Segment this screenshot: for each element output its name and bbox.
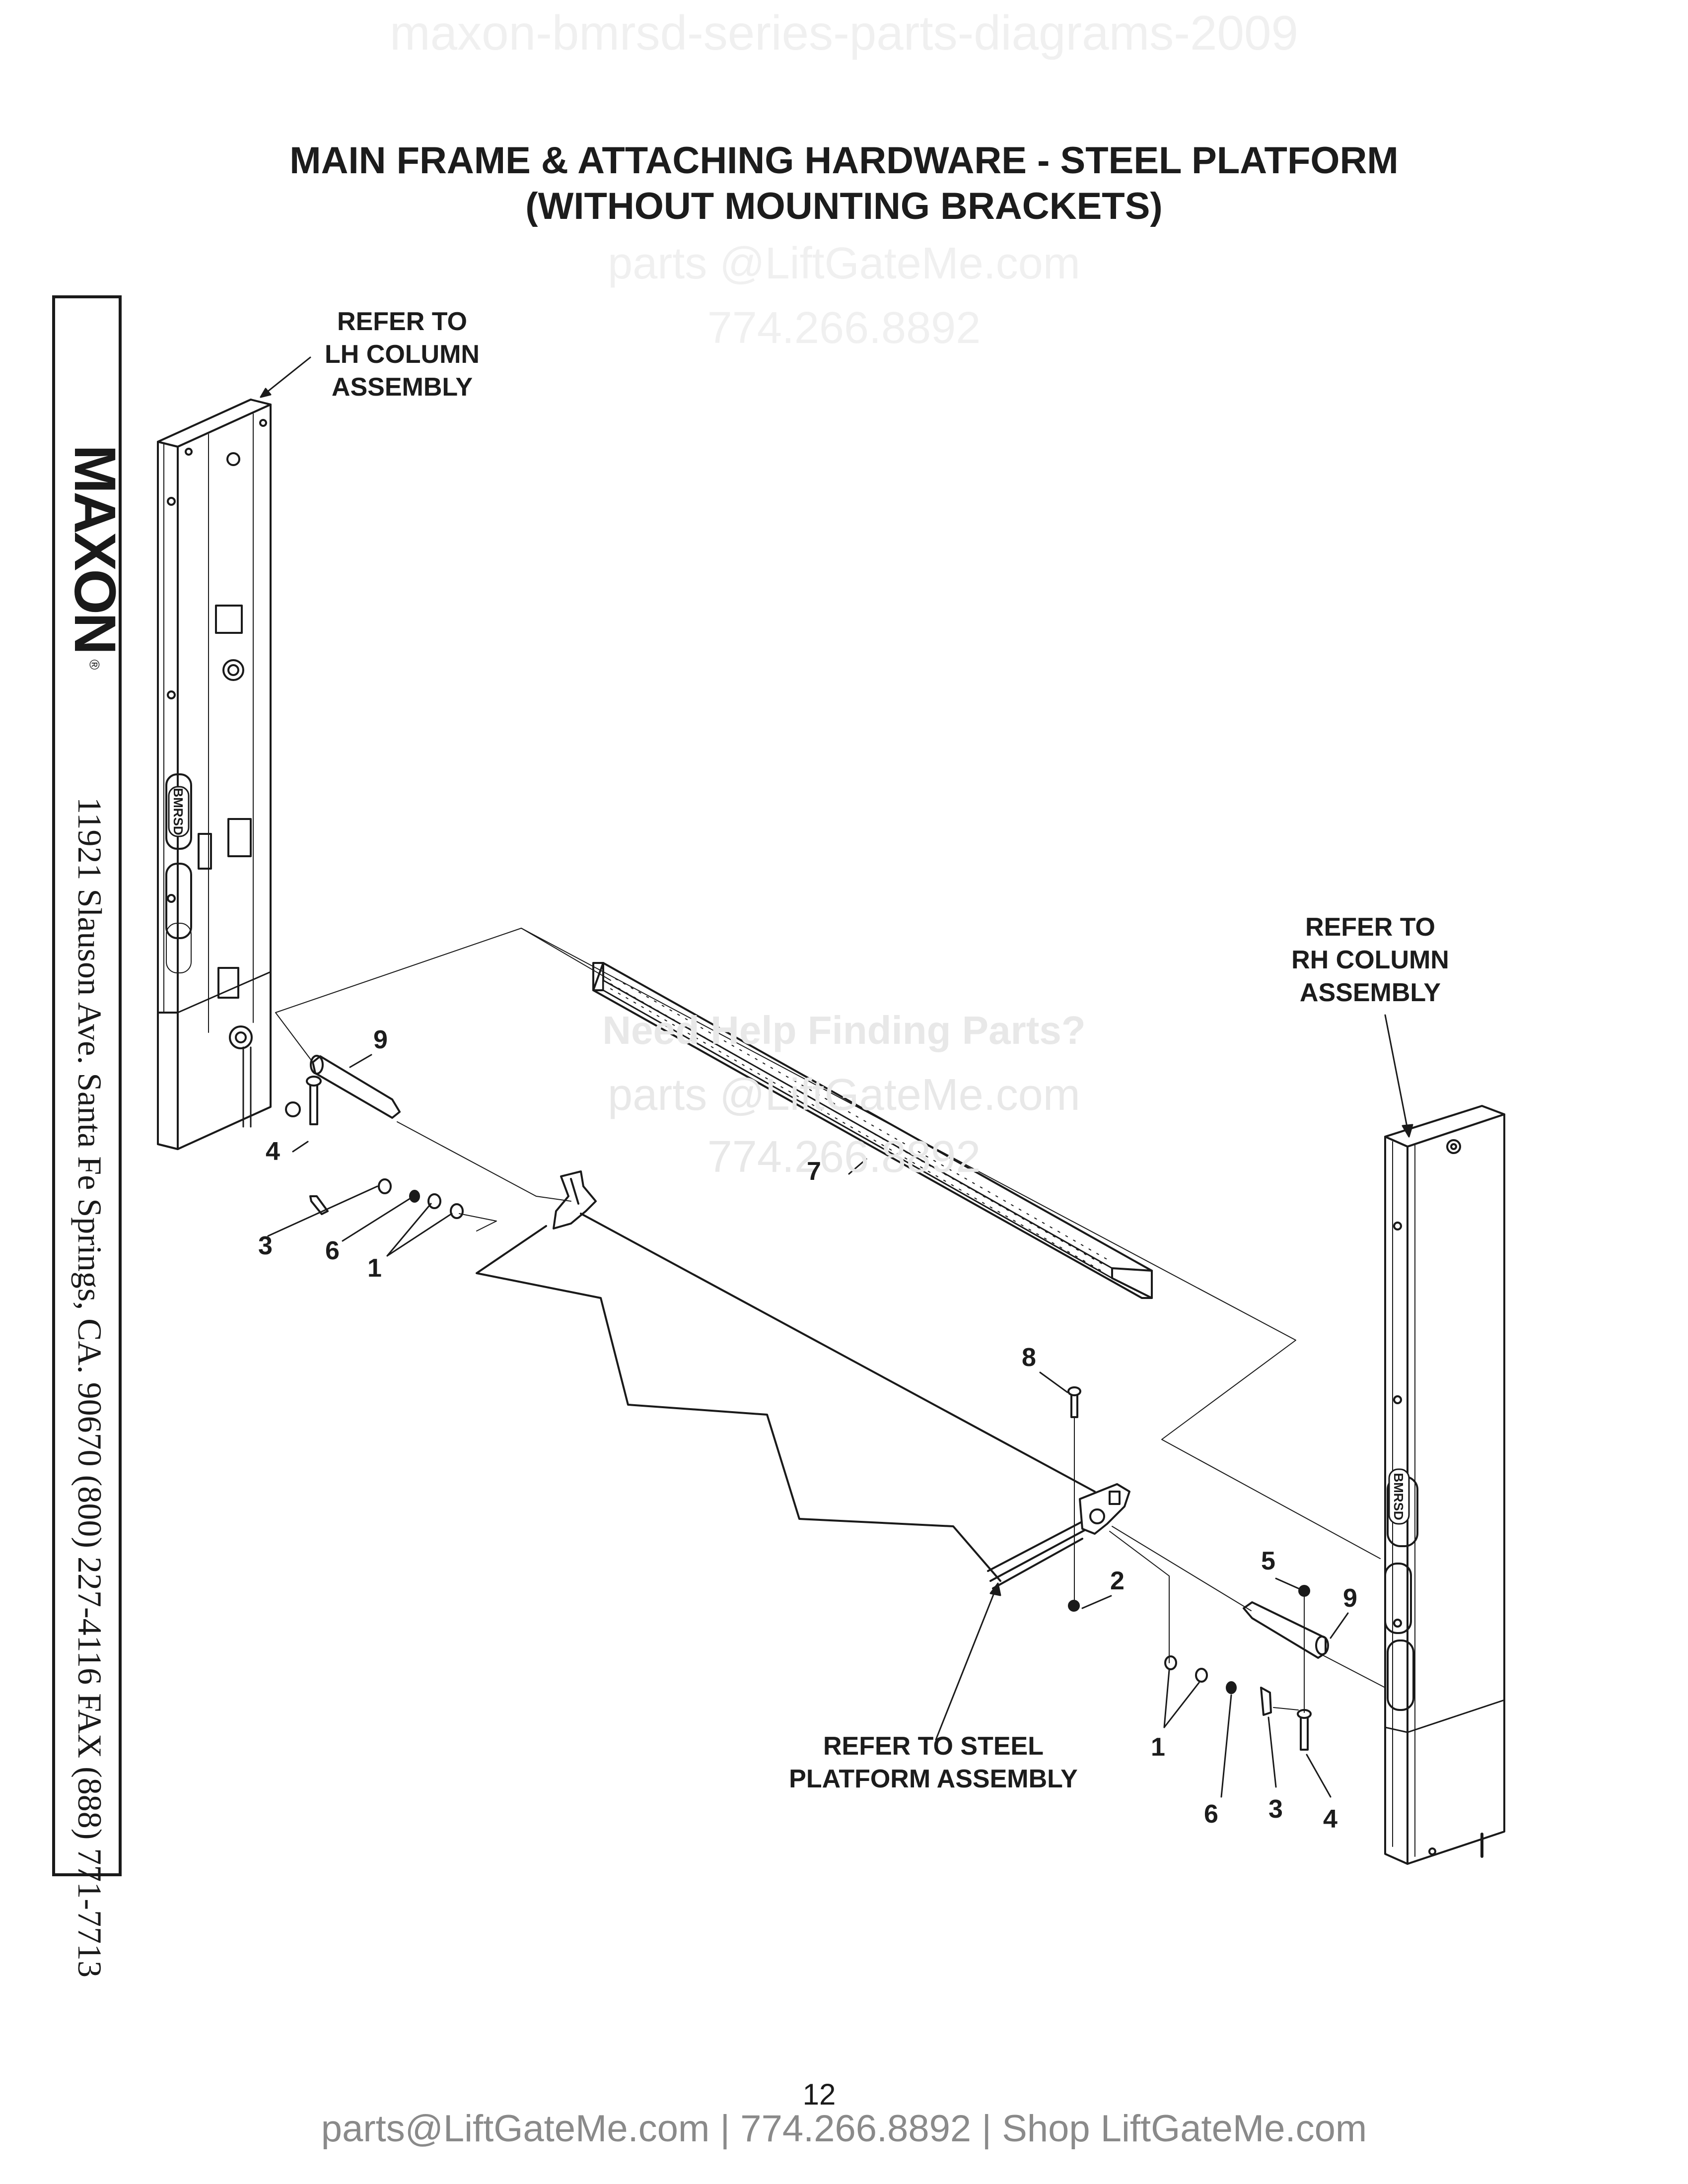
lh-column-callout-line-2: LH COLUMN [325, 340, 480, 369]
rh-column-callout-line-3: ASSEMBLY [1299, 978, 1441, 1007]
lh-column-callout: REFER TO LH COLUMN ASSEMBLY [283, 305, 521, 404]
rh-column-label: BMRSD [1391, 1473, 1406, 1520]
company-sidebar: MAXON ® 11921 Slauson Ave. Santa Fe Spri… [52, 295, 128, 1978]
item-number-4-left: 4 [266, 1137, 280, 1166]
rh-column-callout-line-1: REFER TO [1305, 913, 1435, 942]
threshold-plate [592, 962, 1153, 1299]
threshold-plate-holes [610, 978, 1110, 1273]
footer-contact: parts@LiftGateMe.com | 774.266.8892 | Sh… [321, 2108, 1367, 2150]
item-number-7: 7 [807, 1157, 821, 1186]
platform-callout-line-1: REFER TO STEEL [823, 1732, 1044, 1761]
lh-column-callout-line-3: ASSEMBLY [331, 373, 473, 402]
rh-column [1384, 1105, 1505, 1865]
page-title-line-2: (WITHOUT MOUNTING BRACKETS) [525, 185, 1163, 227]
right-pin [1243, 1601, 1329, 1659]
item-number-3-right: 3 [1268, 1795, 1283, 1824]
item-number-3-left: 3 [258, 1231, 273, 1260]
platform-callout-line-2: PLATFORM ASSEMBLY [789, 1765, 1078, 1793]
platform-bracket-right [1079, 1483, 1130, 1535]
lh-column [157, 399, 301, 1150]
platform-callout: REFER TO STEEL PLATFORM ASSEMBLY [745, 1730, 1122, 1795]
item-number-6-right: 6 [1204, 1800, 1218, 1829]
item-number-8: 8 [1022, 1343, 1036, 1372]
rh-column-label-plate: BMRSD [1388, 1468, 1410, 1525]
rh-column-callout: REFER TO RH COLUMN ASSEMBLY [1251, 911, 1489, 1009]
item-number-1-left: 1 [367, 1254, 382, 1283]
platform-bracket-left [553, 1170, 597, 1229]
watermark-email: parts @LiftGateMe.com [608, 239, 1080, 288]
lh-column-callout-line-1: REFER TO [337, 307, 467, 336]
right-fasteners [1067, 1386, 1312, 1751]
page-title-line-1: MAIN FRAME & ATTACHING HARDWARE - STEEL … [289, 139, 1399, 182]
left-pin [310, 1055, 401, 1119]
rh-column-callout-line-2: RH COLUMN [1291, 946, 1449, 974]
item-number-6-left: 6 [325, 1236, 340, 1265]
watermark-phone-mid: 774.266.8892 [707, 1132, 981, 1182]
lh-column-label: BMRSD [171, 788, 186, 835]
alignment-lines [275, 928, 1386, 1713]
page-number: 12 [802, 2078, 836, 2111]
item-number-5: 5 [1261, 1547, 1275, 1575]
lh-column-label-plate: BMRSD [168, 786, 190, 837]
item-number-4-right: 4 [1323, 1805, 1337, 1834]
left-fasteners [306, 1076, 464, 1219]
watermark-help: Need Help Finding Parts? [602, 1008, 1086, 1052]
item-number-1-right: 1 [1151, 1733, 1165, 1762]
item-number-9-left: 9 [373, 1025, 388, 1054]
watermark-top: maxon-bmrsd-series-parts-diagrams-2009 [390, 5, 1298, 60]
steel-platform-outline [476, 1213, 1096, 1589]
watermark-email-mid: parts @LiftGateMe.com [608, 1070, 1080, 1120]
page-title: MAIN FRAME & ATTACHING HARDWARE - STEEL … [0, 138, 1688, 229]
item-number-9-right: 9 [1343, 1584, 1357, 1613]
leader-lines [260, 356, 1413, 1798]
item-number-2: 2 [1110, 1567, 1125, 1595]
watermark-phone: 774.266.8892 [707, 303, 981, 353]
